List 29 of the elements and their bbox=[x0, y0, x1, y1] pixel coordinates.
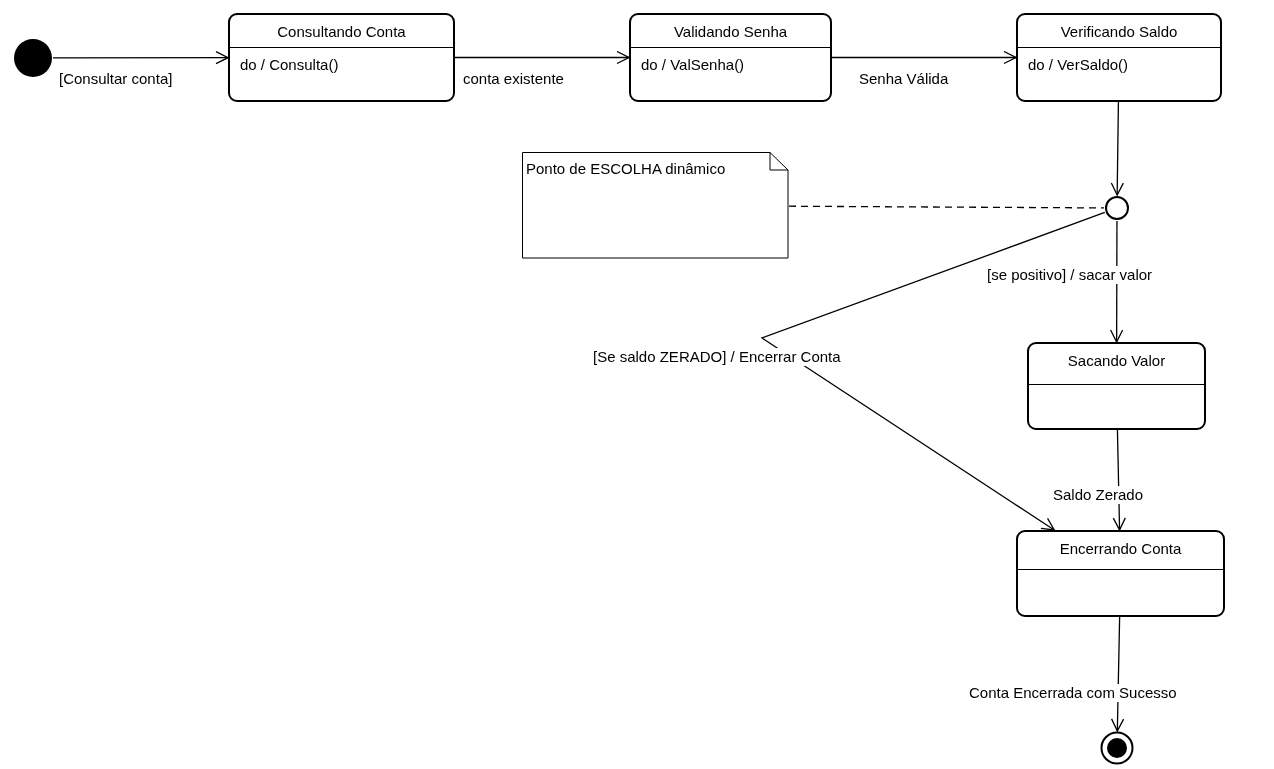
transition-arrow bbox=[454, 50, 630, 65]
state-name: Verificando Saldo bbox=[1018, 15, 1220, 48]
state-name: Validando Senha bbox=[631, 15, 830, 48]
choice-point bbox=[1104, 195, 1130, 221]
dashed-connector bbox=[788, 205, 1105, 209]
transition-arrow bbox=[831, 50, 1017, 65]
state-activity: do / Consulta() bbox=[239, 55, 340, 73]
state-name: Consultando Conta bbox=[230, 15, 453, 48]
transition-arrow bbox=[52, 51, 229, 65]
edge-label: [Consultar conta] bbox=[58, 70, 174, 88]
initial-state bbox=[13, 38, 53, 78]
final-state bbox=[1100, 731, 1134, 765]
state-activity: do / VerSaldo() bbox=[1027, 55, 1130, 73]
note bbox=[522, 152, 789, 259]
note-text: Ponto de ESCOLHA dinâmico bbox=[526, 159, 726, 179]
state-name: Encerrando Conta bbox=[1018, 532, 1223, 570]
state-box bbox=[1016, 13, 1222, 102]
edge-label: [se positivo] / sacar valor bbox=[986, 266, 1154, 284]
edge-label: Conta Encerrada com Sucesso bbox=[968, 684, 1178, 702]
state-box bbox=[1016, 530, 1225, 617]
state-activity: do / ValSenha() bbox=[640, 55, 746, 73]
state-box bbox=[1027, 342, 1206, 430]
transition-arrow bbox=[1110, 101, 1124, 196]
state-box bbox=[629, 13, 832, 102]
state-name: Sacando Valor bbox=[1029, 344, 1204, 385]
state-box bbox=[228, 13, 455, 102]
transition-arrow bbox=[760, 211, 1106, 531]
edge-label: [Se saldo ZERADO] / Encerrar Conta bbox=[592, 348, 842, 366]
edge-label: Saldo Zerado bbox=[1052, 486, 1145, 504]
